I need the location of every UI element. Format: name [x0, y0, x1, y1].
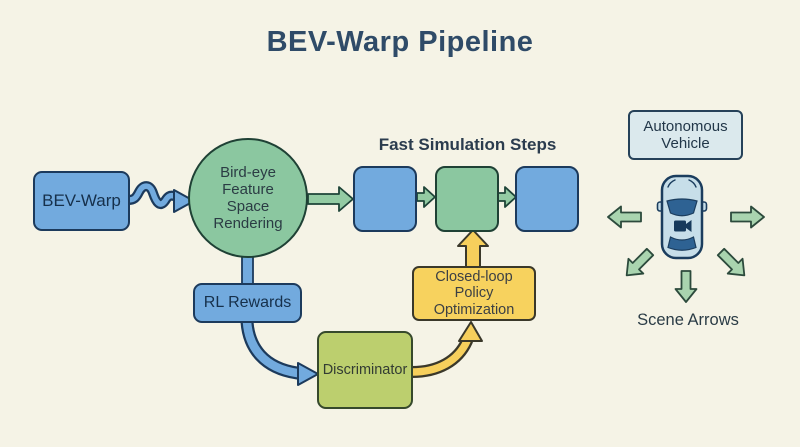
rear-window [667, 236, 697, 251]
scene-arrow-down-icon [674, 270, 698, 303]
node-closed-loop-policy-label: Closed-loop Policy Optimization [433, 268, 515, 318]
node-rl-rewards-label: RL Rewards [203, 294, 292, 311]
fast-simulation-steps-label: Fast Simulation Steps [378, 135, 557, 154]
node-discriminator: Discriminator [317, 331, 413, 409]
flow-arrow-icon [416, 186, 436, 208]
curved-arrow-yellow [406, 321, 483, 378]
node-birdeye-rendering-label: Bird-eye Feature Space Rendering [213, 163, 283, 233]
flow-arrow-icon [307, 186, 354, 212]
scene-arrow-down-right-icon [716, 247, 746, 277]
flow-arrow-icon [497, 186, 517, 208]
car-top-view-icon [656, 174, 708, 260]
scene-arrow-right-icon [730, 205, 765, 229]
camera-icon [674, 220, 692, 232]
node-autonomous-vehicle-label: Autonomous Vehicle [643, 117, 728, 152]
sim-step-box-2 [435, 166, 499, 232]
windshield [666, 198, 698, 217]
node-rl-rewards: RL Rewards [193, 283, 302, 323]
node-bev-warp-label: BEV-Warp [42, 191, 121, 210]
page-title: BEV-Warp Pipeline [266, 26, 534, 58]
node-discriminator-label: Discriminator [322, 362, 408, 378]
up-arrow-yellow [457, 229, 489, 268]
scene-arrow-down-left-icon [625, 247, 655, 277]
sim-step-box-3 [515, 166, 579, 232]
wavy-arrow-icon [123, 181, 195, 213]
node-autonomous-vehicle: Autonomous Vehicle [628, 110, 743, 160]
sim-step-box-1 [353, 166, 417, 232]
scene-arrows-label: Scene Arrows [637, 311, 739, 329]
curved-arrow-blue [240, 315, 319, 386]
node-bev-warp: BEV-Warp [33, 171, 130, 231]
scene-arrow-left-icon [607, 205, 642, 229]
node-closed-loop-policy: Closed-loop Policy Optimization [412, 266, 536, 321]
node-birdeye-rendering: Bird-eye Feature Space Rendering [188, 138, 308, 258]
